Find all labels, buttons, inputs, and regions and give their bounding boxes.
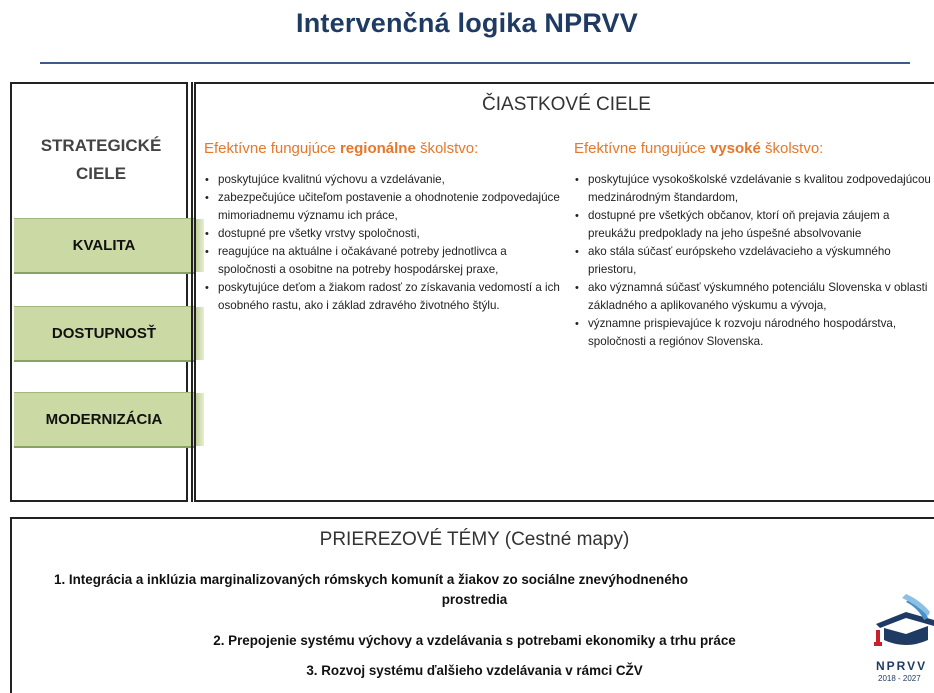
topic-3: 3. Rozvoj systému ďalšieho vzdelávania v… <box>306 663 643 678</box>
goal-kvalita: KVALITA <box>14 218 204 274</box>
regional-title-bold: regionálne <box>339 140 416 157</box>
page-title: Intervenčná logika NPRVV <box>296 8 638 38</box>
higher-education-column: Efektívne fungujúce vysoké školstvo: pos… <box>574 140 934 351</box>
title-divider <box>40 62 910 64</box>
goal-dostupnost: DOSTUPNOSŤ <box>14 306 204 362</box>
higher-title-prefix: Efektívne fungujúce <box>574 140 710 157</box>
graduation-cap-book-icon <box>874 594 934 646</box>
regional-title-prefix: Efektívne fungujúce <box>204 140 340 157</box>
regional-goals-list: poskytujúce kvalitnú výchovu a vzdelávan… <box>204 171 564 315</box>
list-item: zabezpečujúce učiteľom postavenie a ohod… <box>204 189 564 225</box>
topic-2: 2. Prepojenie systému výchovy a vzdeláva… <box>213 633 736 648</box>
logo-text: NPRVV <box>876 659 928 673</box>
list-item: dostupné pre všetkých občanov, ktorí oň … <box>574 207 934 243</box>
list-item: reagujúce na aktuálne i očakávané potreb… <box>204 243 564 279</box>
list-item: významne prispievajúce k rozvoju národné… <box>574 315 934 351</box>
strategic-goals-panel: STRATEGICKÉ CIELE KVALITA DOSTUPNOSŤ MOD… <box>10 82 204 502</box>
list-item: dostupné pre všetky vrstvy spoločnosti, <box>204 225 564 243</box>
partial-goals-panel: ČIASTKOVÉ CIELE Efektívne fungujúce regi… <box>194 82 934 502</box>
regional-schooling-title: Efektívne fungujúce regionálne školstvo: <box>204 140 564 157</box>
strategic-heading-line1: STRATEGICKÉ <box>40 136 162 155</box>
regional-title-suffix: školstvo: <box>415 140 479 157</box>
strategic-heading: STRATEGICKÉ CIELE <box>12 132 190 188</box>
higher-title-bold: vysoké <box>709 140 761 157</box>
list-item: ako stála súčasť európskeho vzdelávacieh… <box>574 243 934 279</box>
higher-education-goals-list: poskytujúce vysokoškolské vzdelávanie s … <box>574 171 934 351</box>
list-item: poskytujúce deťom a žiakom radosť zo zís… <box>204 279 564 315</box>
list-item: poskytujúce kvalitnú výchovu a vzdelávan… <box>204 171 564 189</box>
topic-1-line-2: prostredia <box>441 592 508 607</box>
higher-education-title: Efektívne fungujúce vysoké školstvo: <box>574 140 934 157</box>
partial-goals-heading: ČIASTKOVÉ CIELE <box>482 94 651 115</box>
list-item: poskytujúce vysokoškolské vzdelávanie s … <box>574 171 934 207</box>
regional-schooling-column: Efektívne fungujúce regionálne školstvo:… <box>204 140 564 315</box>
strategic-heading-line2: CIELE <box>75 164 127 183</box>
cross-cutting-heading: PRIEREZOVÉ TÉMY (Cestné mapy) <box>319 529 630 550</box>
topic-1-line-1: 1. Integrácia a inklúzia marginalizovaný… <box>54 572 689 587</box>
cross-cutting-topics-panel: PRIEREZOVÉ TÉMY (Cestné mapy) 1. Integrá… <box>10 517 934 693</box>
list-item: ako významná súčasť výskumného potenciál… <box>574 279 934 315</box>
logo-year: 2018 - 2027 <box>878 674 921 683</box>
higher-title-suffix: školstvo: <box>760 140 824 157</box>
goal-modernizacia: MODERNIZÁCIA <box>14 392 204 448</box>
nprvv-logo: NPRVV 2018 - 2027 <box>866 590 934 693</box>
